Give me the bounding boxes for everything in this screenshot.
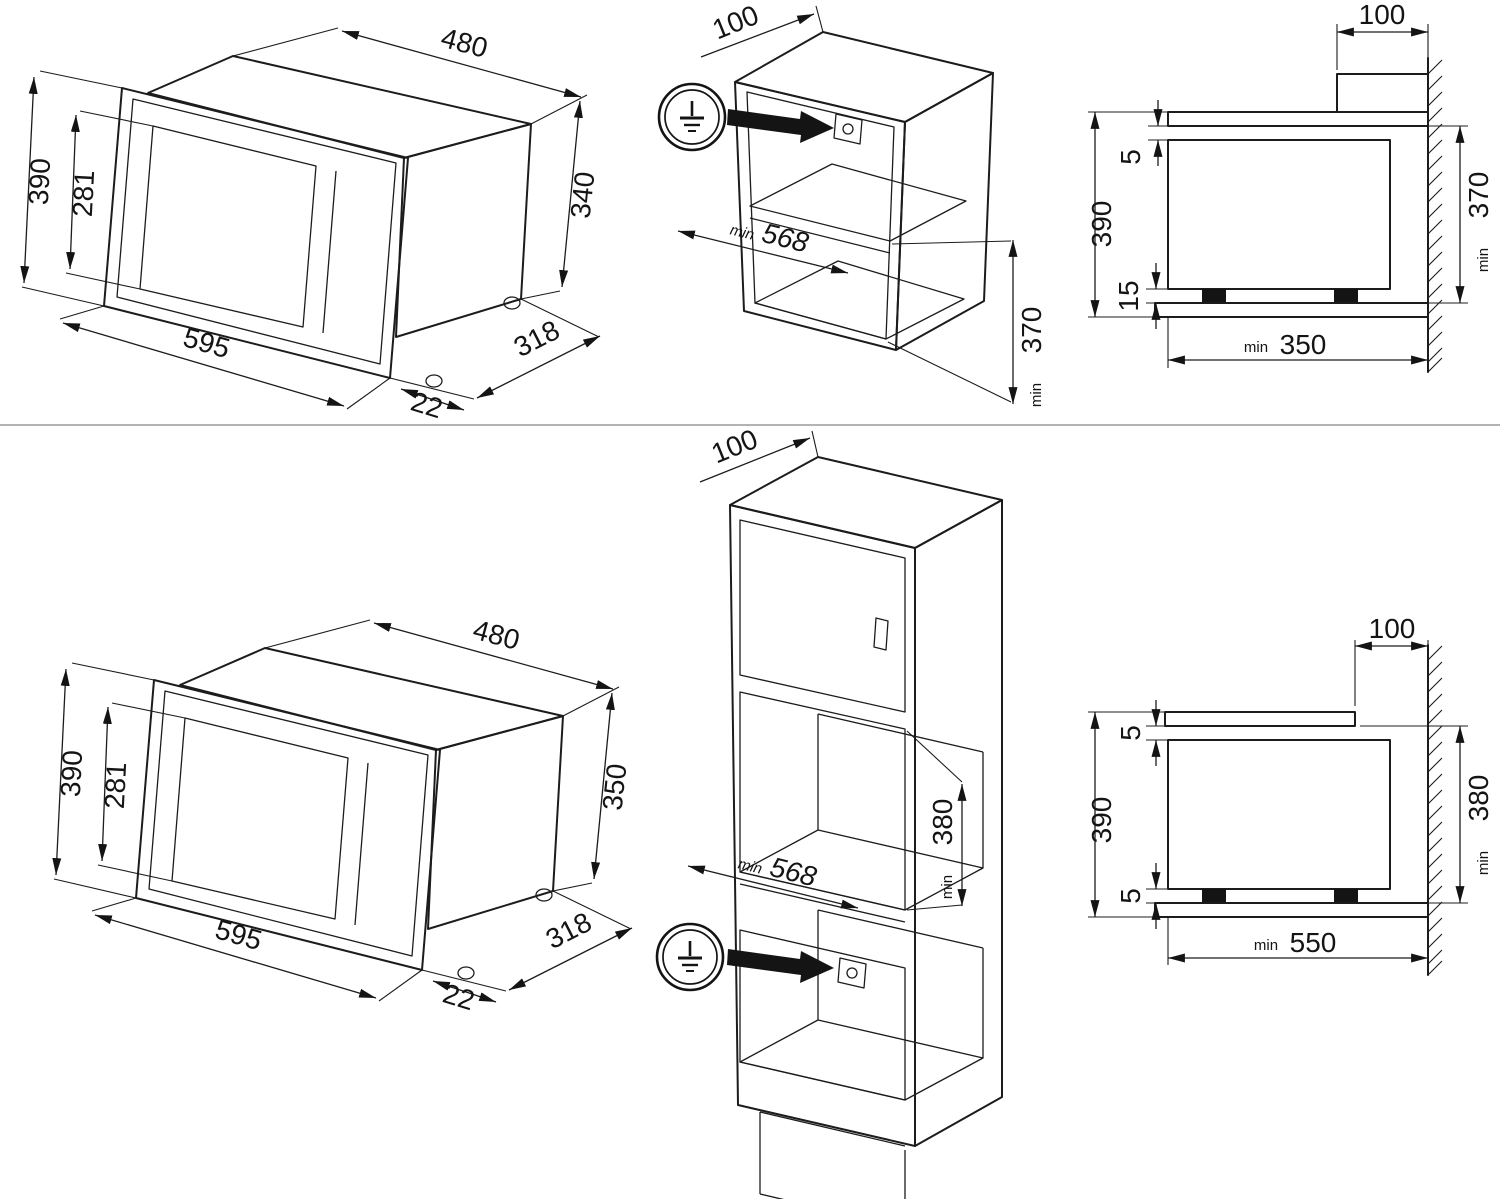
- niche-back-wall: [817, 713, 984, 868]
- oven-foot-right: [1334, 889, 1358, 903]
- min-label-niche-height: min: [1028, 383, 1045, 407]
- dim-label-bottom-gap: 5: [1115, 888, 1146, 904]
- wall-hatching: [1427, 59, 1443, 373]
- top-panel: [1164, 711, 1356, 727]
- min-label-min-height: min: [1475, 851, 1492, 875]
- dim-line-body-width: [341, 30, 582, 98]
- dim-label-door-height: 281: [99, 761, 132, 809]
- dim-label-niche-height: 380: [927, 799, 958, 846]
- dim-label-niche-height: 370: [1016, 307, 1047, 354]
- upper-door-panel: [739, 519, 906, 713]
- power-connection-arrow: [727, 109, 834, 143]
- cabinet-niche-floor: [754, 260, 965, 340]
- oven-front-foot: [457, 966, 475, 980]
- dim-label-height: 390: [1086, 797, 1117, 844]
- power-connection-arrow: [727, 949, 834, 983]
- extension-lines: [811, 430, 963, 911]
- dim-line-niche-width: [687, 865, 859, 909]
- extension-lines: [53, 619, 632, 1002]
- cabinet-right-face: [914, 499, 1003, 1147]
- cabinet-plinth: [759, 1111, 906, 1199]
- niche-height-label-group: min 370: [1016, 307, 1047, 407]
- oven-outline: [1167, 739, 1391, 890]
- dim-line-frame-thickness: [400, 388, 465, 411]
- oven-rear-foot: [503, 296, 521, 310]
- socket-box: [833, 113, 863, 145]
- min-label-niche-width: min: [736, 855, 764, 877]
- min-label-min-width: min: [1244, 339, 1268, 356]
- min-height-label-group: min 380: [1463, 775, 1494, 875]
- dim-label-rear-gap: 100: [1359, 0, 1406, 30]
- top-right-side-section: 100 5 390 15 min 370 min 350: [1086, 0, 1494, 373]
- oven-foot-left: [1202, 289, 1226, 303]
- dim-label-top-gap: 5: [1115, 725, 1146, 741]
- dim-line-frame-height: [52, 668, 70, 876]
- dim-label-min-width: 350: [1280, 329, 1327, 360]
- dim-line-depth: [508, 927, 633, 991]
- min-height-label-group: min 370: [1463, 172, 1494, 272]
- niche-height-label-group: min 380: [927, 799, 958, 899]
- dim-line-depth: [476, 335, 601, 399]
- socket-box: [837, 957, 867, 989]
- oven-foot-left: [1202, 889, 1226, 903]
- dim-label-height: 390: [1086, 201, 1117, 248]
- dim-line-door-height: [66, 114, 80, 270]
- dim-line-body-height: [559, 100, 583, 288]
- cabinet-right-face: [895, 72, 994, 351]
- top-middle-niche-cabinet: 100 min 568 min 370: [657, 0, 1047, 407]
- oven-rear-foot: [535, 888, 553, 902]
- dim-line-frame-thickness: [432, 980, 497, 1003]
- dim-line-door-height: [98, 706, 112, 862]
- bottom-middle-tall-cabinet: 100 min 568 min 380: [655, 423, 1003, 1199]
- dim-line-frame-width: [94, 914, 377, 999]
- dim-label-min-height: 370: [1463, 172, 1494, 219]
- dim-label-min-height: 380: [1463, 775, 1494, 822]
- earth-ground-symbol: [655, 922, 725, 992]
- dim-label-frame-height: 390: [55, 749, 88, 797]
- oven-outline: [1167, 139, 1391, 290]
- top-panel: [1167, 111, 1429, 127]
- dim-line-frame-height: [20, 76, 38, 284]
- oven-front-foot: [425, 374, 443, 388]
- min-label-min-width: min: [1254, 937, 1278, 954]
- oven-door-divider: [354, 762, 369, 926]
- dim-label-top-gap: 5: [1115, 149, 1146, 165]
- socket-outlet: [846, 967, 858, 979]
- upper-cabinet-profile: [1336, 73, 1429, 113]
- dim-label-body-height: 340: [565, 170, 601, 220]
- bottom-right-side-section: 100 5 390 5 min 380 min 550: [1086, 613, 1494, 976]
- cabinet-shelf-top: [749, 163, 967, 242]
- dim-label-frame-height: 390: [23, 157, 56, 205]
- socket-outlet: [842, 123, 854, 135]
- dim-label-bottom-gap: 15: [1113, 280, 1144, 311]
- min-label-niche-width: min: [728, 221, 756, 243]
- dim-line-frame-width: [62, 322, 345, 407]
- oven-frame-bevel: [148, 690, 429, 957]
- dim-line-body-height: [591, 692, 615, 880]
- dim-label-body-height: 350: [597, 762, 633, 812]
- wall-hatching: [1427, 645, 1443, 976]
- dim-label-rear-gap: 100: [1369, 613, 1416, 644]
- oven-door-divider: [322, 170, 337, 334]
- min-label-niche-height: min: [939, 875, 956, 899]
- dim-line-body-width: [373, 622, 614, 690]
- oven-foot-right: [1334, 289, 1358, 303]
- dim-label-door-height: 281: [67, 169, 100, 217]
- min-label-min-height: min: [1475, 248, 1492, 272]
- dim-line-rear-gap: [699, 437, 811, 483]
- dim-label-min-width: 550: [1290, 927, 1337, 958]
- extension-lines: [815, 5, 1012, 403]
- door-handle: [873, 617, 889, 651]
- dim-line-niche-width: [677, 230, 849, 274]
- earth-ground-symbol: [657, 82, 727, 152]
- dim-line-rear-gap: [700, 13, 815, 58]
- oven-frame-bevel: [116, 98, 397, 365]
- extension-lines: [21, 27, 600, 410]
